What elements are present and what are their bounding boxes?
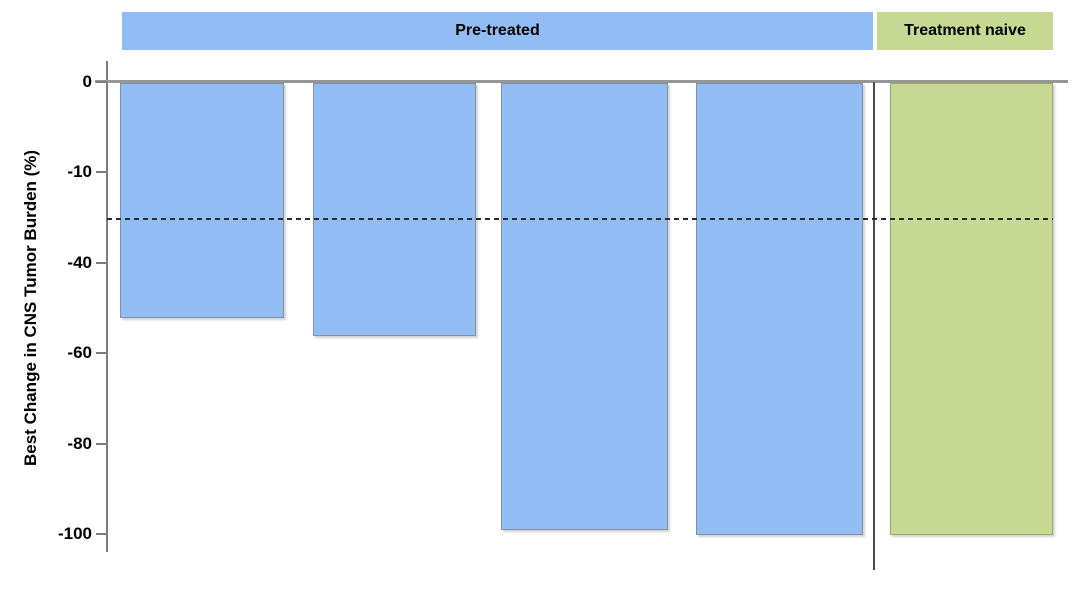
y-tick-mark — [96, 533, 107, 535]
group-band-pretreated-label: Pre-treated — [455, 22, 540, 39]
y-tick-label: -10 — [67, 162, 92, 182]
reference-line-dashed — [107, 218, 1053, 220]
group-band-treatment-naive-label: Treatment naive — [904, 22, 1026, 39]
x-baseline-zero — [95, 80, 1068, 83]
bar-pre-treated — [696, 83, 863, 535]
y-tick-label: -80 — [67, 433, 92, 453]
group-band-treatment-naive: Treatment naive — [877, 12, 1053, 50]
y-tick-label: -40 — [67, 252, 92, 272]
bar-pre-treated — [501, 83, 668, 530]
y-tick-mark — [96, 442, 107, 445]
bar-pre-treated — [313, 83, 476, 336]
y-axis-line — [106, 61, 108, 552]
bar-pre-treated — [120, 83, 284, 318]
group-band-pretreated: Pre-treated — [122, 12, 873, 50]
y-tick-mark — [96, 81, 107, 83]
y-tick-label: 0 — [82, 72, 92, 91]
y-tick-mark — [96, 171, 107, 174]
group-separator-line — [873, 82, 875, 570]
y-tick-mark — [96, 261, 107, 264]
y-tick-label: -100 — [57, 524, 92, 543]
y-tick-label: -60 — [67, 343, 92, 363]
bar-treatment-naive — [890, 83, 1053, 535]
y-axis-title: Best Change in CNS Tumor Burden (%) — [21, 149, 40, 467]
y-tick-mark — [96, 352, 107, 355]
